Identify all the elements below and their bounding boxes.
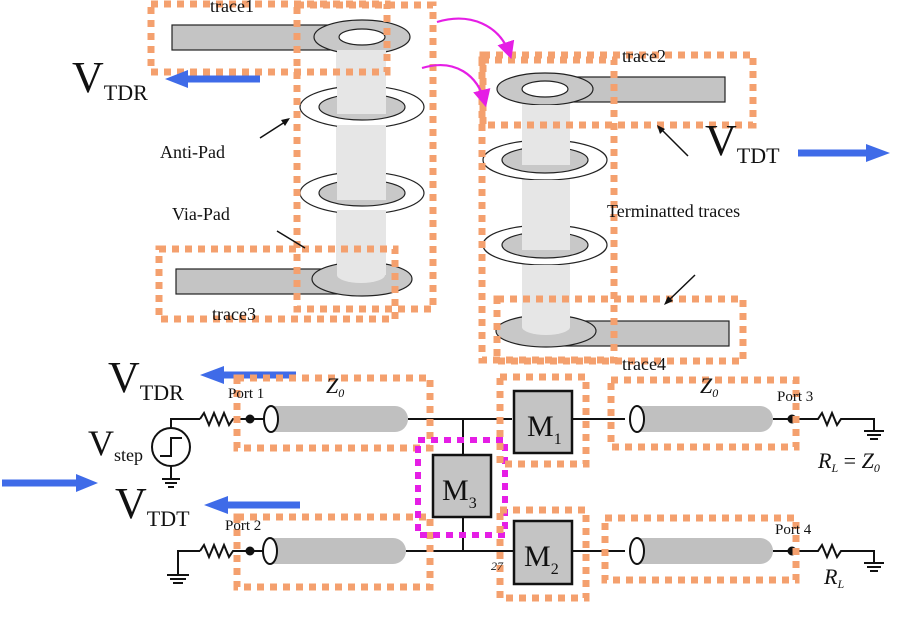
node-label: 27 [491, 559, 504, 573]
port1-highlight [233, 374, 434, 452]
m2-highlight [496, 506, 590, 602]
rl-label: RL [823, 564, 844, 591]
right-via-highlight [478, 56, 618, 364]
anti-pad-label: Anti-Pad [160, 142, 225, 162]
ground-icon-4 [864, 562, 884, 572]
vtdr-top-label: VTDR [72, 53, 148, 105]
m3-block [431, 453, 493, 519]
port4-highlight [601, 514, 800, 584]
coupling-arrow-2 [421, 64, 491, 108]
via-pad-label: Via-Pad [172, 204, 230, 224]
coax-line-3 [637, 406, 773, 432]
trace4-highlight [493, 295, 747, 365]
resistor-4-icon [797, 542, 875, 562]
via-pad-pointer [276, 230, 306, 249]
vtdt-top-label: VTDT [705, 116, 780, 168]
resistor-1-icon [199, 410, 250, 428]
m1-block [512, 389, 574, 455]
trace4-label: trace4 [622, 354, 666, 374]
port1-node [245, 414, 255, 424]
coax-line-1 [270, 406, 408, 432]
port3-highlight [607, 376, 800, 451]
trace3-label: trace3 [212, 304, 256, 324]
coupling-arrow-1 [436, 17, 515, 60]
port3-label: Port 3 [777, 389, 813, 405]
via-hole [338, 28, 386, 46]
trace1-label: trace1 [210, 0, 254, 16]
z0-label-3: Z0 [700, 373, 718, 400]
coax-line-2 [270, 538, 406, 564]
m3-label: M3 [442, 474, 477, 512]
resistor-3-icon [797, 410, 875, 430]
left-via [171, 19, 425, 297]
m1-label: M1 [527, 410, 562, 448]
m2-block [512, 519, 574, 586]
m3-highlight [415, 437, 508, 538]
vstep-label: Vstep [88, 423, 143, 465]
left-via-highlight [293, 1, 437, 313]
trace3-highlight [155, 245, 399, 323]
port2-label: Port 2 [225, 518, 261, 534]
vtdt-circuit-label: VTDT [115, 479, 190, 531]
m2-label: M2 [524, 540, 559, 578]
ground-icon-1 [162, 478, 180, 488]
port1-label: Port 1 [228, 386, 264, 402]
m1-highlight [496, 373, 590, 468]
ground-icon-2 [167, 574, 189, 584]
trace1-highlight [147, 0, 391, 76]
rl-eq-z0-label: RL = Z0 [817, 448, 880, 475]
terminated-traces-label: Terminatted traces [607, 201, 740, 221]
port4-label: Port 4 [775, 522, 812, 538]
trace2-highlight [479, 51, 757, 129]
port2-highlight [233, 513, 434, 591]
ground-icon-3 [864, 430, 884, 440]
coax-line-4 [637, 538, 773, 564]
trace2-label: trace2 [622, 46, 666, 66]
vtdr-circuit-label: VTDR [108, 353, 184, 405]
z0-label-1: Z0 [326, 373, 344, 400]
resistor-2-icon [199, 542, 250, 560]
port2-node [245, 546, 255, 556]
right-via [482, 72, 730, 348]
